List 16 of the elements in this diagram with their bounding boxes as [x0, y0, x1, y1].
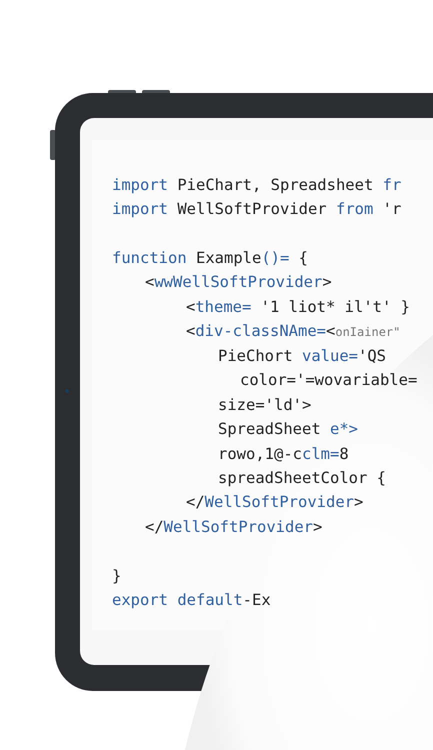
code-line: <wwWellSoftProvider> [145, 272, 332, 292]
code-line: </WellSoftProvider> [145, 517, 322, 537]
code-line: export default-Ex [112, 590, 271, 610]
code-line: import WellSoftProvider from 'r [112, 199, 402, 219]
code-line: <div-classNAme=<onIainer" [186, 321, 400, 342]
code-line: } [112, 566, 122, 586]
code-line: import PieChart, Spreadsheet fr [112, 175, 402, 195]
code-line: rowo,1@-cclm=8 [218, 444, 349, 464]
code-line: PieChort value='QS [218, 346, 386, 366]
code-line: <theme= '1 liot* il't' } [186, 297, 410, 317]
code-line: size='ld'> [218, 395, 312, 415]
code-line: color='=wovariable= [240, 370, 418, 390]
code-line: function Example()= { [112, 248, 308, 268]
code-line: spreadSheetColor { [218, 468, 386, 488]
code-line: </WellSoftProvider> [186, 492, 364, 512]
code-line: SpreadSheet e*> [218, 419, 358, 439]
